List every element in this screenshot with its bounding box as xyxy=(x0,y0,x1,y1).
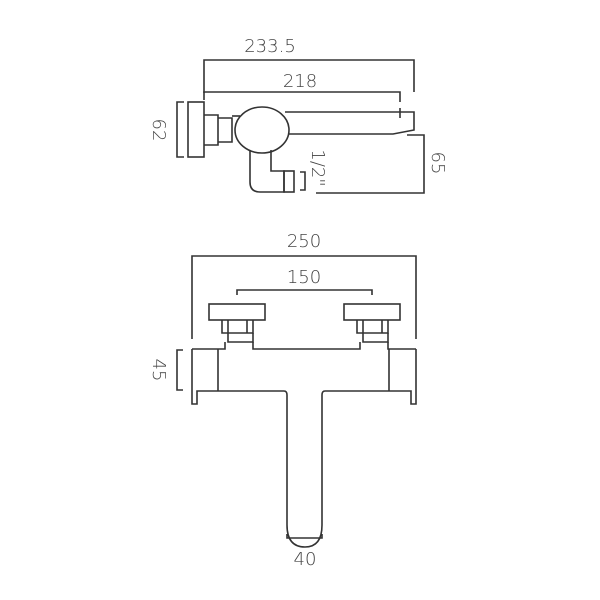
dim-218: 218 xyxy=(283,71,317,92)
dim-40: 40 xyxy=(294,549,317,570)
dim-inlet: 1/2" xyxy=(307,149,328,186)
dim-62: 62 xyxy=(148,119,169,142)
dim-65: 65 xyxy=(427,152,448,175)
dim-250: 250 xyxy=(287,231,321,252)
dim-150: 150 xyxy=(287,267,321,288)
dim-45: 45 xyxy=(148,359,169,382)
front-view xyxy=(176,255,417,548)
dim-233-5: 233.5 xyxy=(244,36,296,57)
side-view xyxy=(176,59,425,194)
